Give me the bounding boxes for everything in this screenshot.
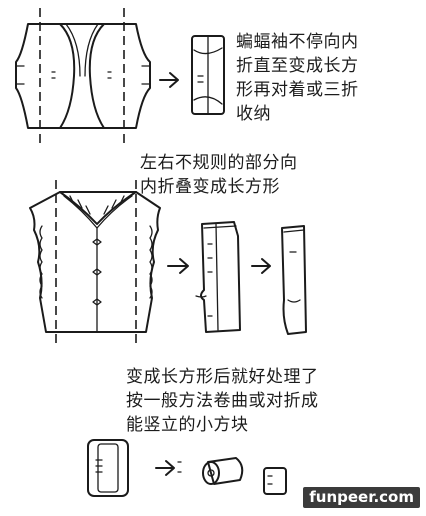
arrow-3 bbox=[251, 258, 271, 274]
irregular-fold-instruction: 左右不规则的部分向 内折叠变成长方形 bbox=[140, 153, 298, 197]
site-watermark: funpeer.com bbox=[303, 487, 420, 508]
rectangle-roll-instruction: 变成长方形后就好处理了 按一般方法卷曲或对折成 能竖立的小方块 bbox=[126, 367, 319, 435]
rolled-block bbox=[202, 457, 244, 485]
batwing-top-drawing bbox=[15, 8, 151, 146]
shirt-drawing bbox=[29, 180, 161, 344]
standing-folded-block bbox=[263, 467, 287, 495]
folded-shirt-narrow bbox=[281, 225, 307, 335]
arrow-2 bbox=[167, 258, 189, 274]
folded-shirt-rectangle bbox=[195, 221, 241, 333]
small-rectangle-block bbox=[87, 439, 129, 497]
arrow-4 bbox=[155, 460, 182, 476]
batwing-fold-instruction: 蝙蝠袖不停向内 折直至变成长方 形再对着或三折 收纳 bbox=[236, 32, 359, 124]
arrow-1 bbox=[159, 72, 179, 88]
folded-rectangle-1 bbox=[191, 35, 225, 115]
